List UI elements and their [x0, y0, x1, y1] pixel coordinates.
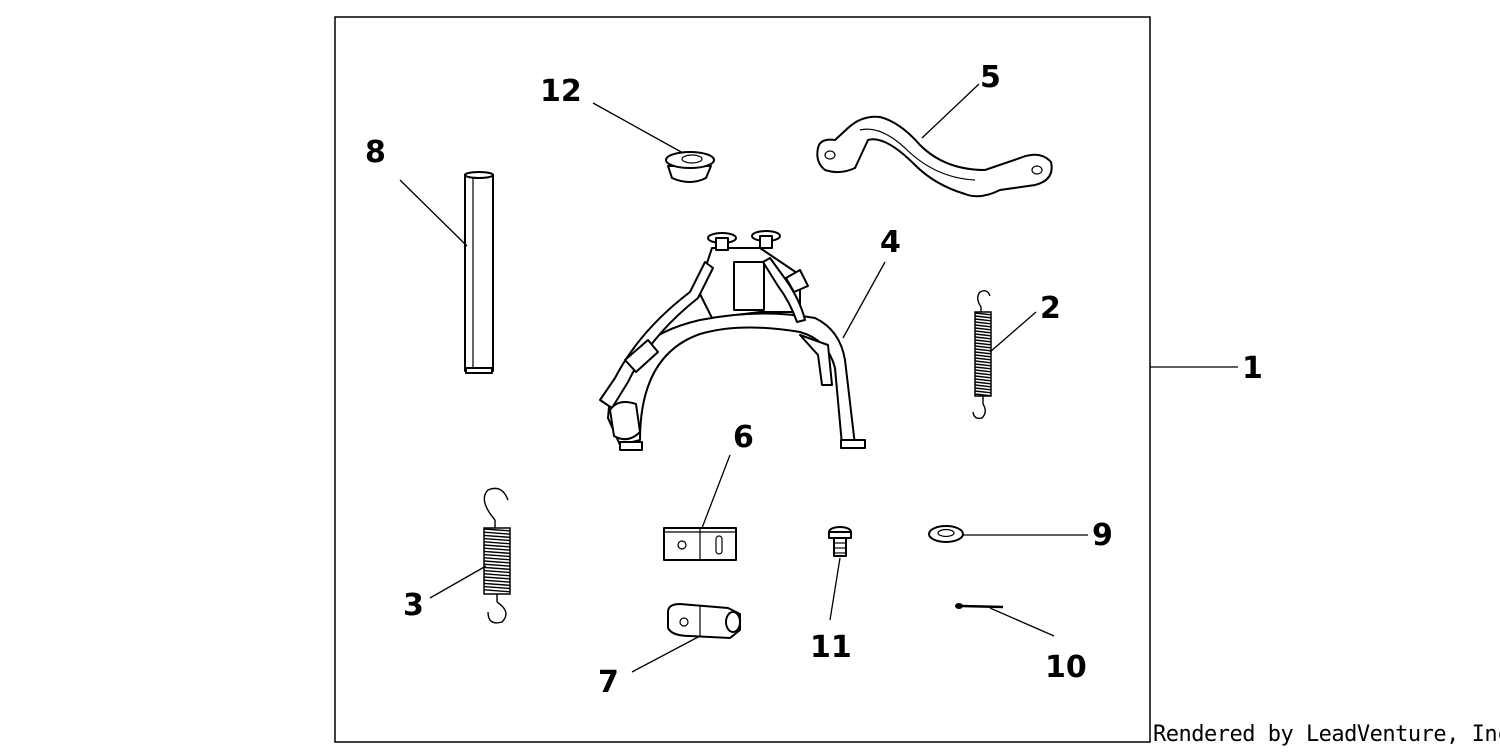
callout-10[interactable]: 10 — [1045, 650, 1087, 685]
leader-line-8 — [399, 179, 468, 247]
callout-8[interactable]: 8 — [365, 135, 386, 170]
leader-line-10 — [989, 607, 1055, 637]
leader-line-12 — [592, 102, 684, 154]
leader-line-3 — [429, 565, 487, 599]
clamp-bracket-icon[interactable] — [667, 603, 741, 639]
leader-line-7 — [631, 635, 701, 673]
flat-plate-bracket-icon[interactable] — [663, 527, 737, 561]
large-extension-spring-icon[interactable] — [483, 487, 511, 624]
callout-6[interactable]: 6 — [733, 420, 754, 455]
small-extension-spring-icon[interactable] — [972, 289, 992, 420]
kit-frame — [334, 16, 1151, 743]
bolt-icon[interactable] — [828, 526, 852, 557]
leader-line-5 — [921, 83, 980, 139]
callout-4[interactable]: 4 — [880, 225, 901, 260]
leader-line-4 — [842, 261, 886, 339]
callout-2[interactable]: 2 — [1040, 291, 1061, 326]
callout-7[interactable]: 7 — [598, 665, 619, 700]
callout-12[interactable]: 12 — [540, 74, 582, 109]
pipe-collar-icon[interactable] — [464, 171, 494, 374]
callout-11[interactable]: 11 — [810, 630, 852, 665]
credit-text: Rendered by LeadVenture, Inc. — [1153, 722, 1500, 747]
leader-line-2 — [989, 311, 1037, 353]
grommet-icon[interactable] — [665, 151, 715, 183]
callout-5[interactable]: 5 — [980, 60, 1001, 95]
callout-3[interactable]: 3 — [403, 588, 424, 623]
main-stand-icon[interactable] — [599, 230, 866, 451]
leader-line-6 — [701, 454, 731, 529]
leader-line-11 — [829, 557, 841, 621]
callout-1[interactable]: 1 — [1242, 351, 1263, 386]
callout-9[interactable]: 9 — [1092, 518, 1113, 553]
curved-bracket-icon[interactable] — [816, 115, 1053, 198]
cotter-pin-icon[interactable] — [955, 603, 1004, 609]
washer-icon[interactable] — [928, 525, 964, 543]
